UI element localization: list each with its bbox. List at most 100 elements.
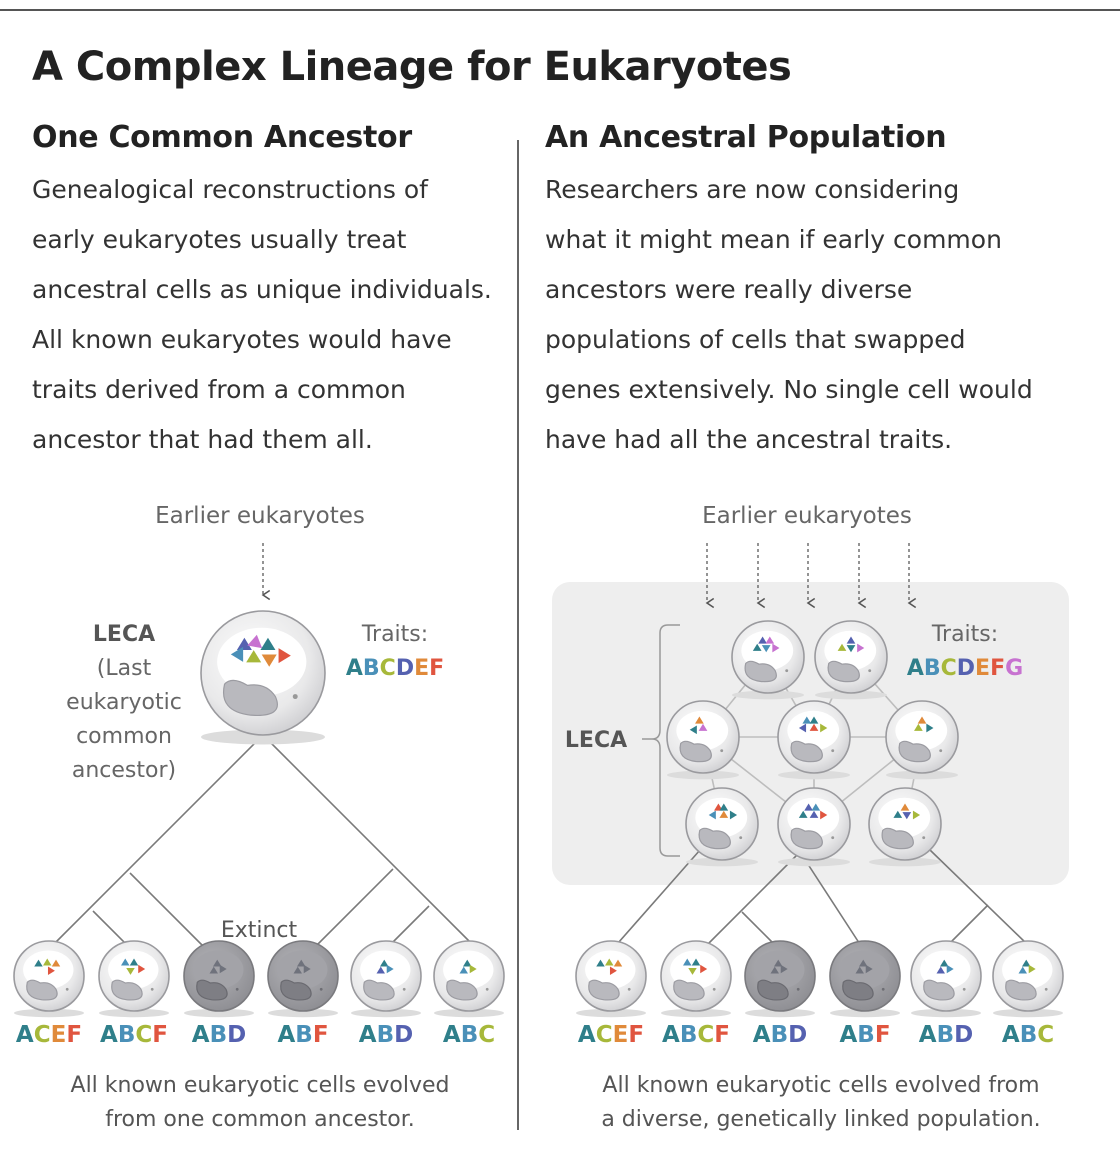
cell-dot xyxy=(150,987,154,991)
cell xyxy=(777,700,851,780)
trait-letter: B xyxy=(857,1022,875,1048)
trait-marker xyxy=(596,959,605,967)
cell-shadow xyxy=(14,1008,84,1018)
trait-marker xyxy=(798,810,808,818)
cell-shadow xyxy=(661,1008,731,1018)
cell-vacuole xyxy=(217,627,307,696)
trait-letter: B xyxy=(680,1022,698,1048)
trait-marker xyxy=(386,964,394,974)
cell xyxy=(731,620,805,700)
trait-marker xyxy=(846,645,856,653)
left-body-line: ancestor that had them all. xyxy=(32,425,373,454)
trait-marker xyxy=(758,636,767,644)
trait-letter: B xyxy=(1020,1022,1038,1048)
right-column: An Ancestral Population Researchers are … xyxy=(545,120,1033,465)
trait-letter: C xyxy=(941,656,957,681)
trait-letter: F xyxy=(429,656,444,681)
right-caption-line: a diverse, genetically linked population… xyxy=(601,1107,1040,1132)
trait-marker xyxy=(719,803,729,811)
trait-marker xyxy=(770,966,779,974)
trait-marker xyxy=(902,812,912,820)
trait-marker xyxy=(752,643,762,651)
cell xyxy=(992,940,1064,1018)
cell-dot xyxy=(739,836,743,840)
trait-letter: B xyxy=(118,1022,136,1048)
cell-shadow xyxy=(886,770,958,780)
trait-marker xyxy=(772,643,780,653)
cell xyxy=(13,940,85,1018)
extinct-cell xyxy=(829,940,901,1018)
trait-letter: A xyxy=(16,1022,34,1048)
cell-nucleus xyxy=(26,979,58,1001)
cell-shadow xyxy=(184,1008,254,1018)
trait-marker xyxy=(278,648,291,664)
trait-marker xyxy=(121,958,130,966)
trait-marker xyxy=(463,959,472,967)
cell xyxy=(350,940,422,1018)
cell-vacuole xyxy=(839,950,890,989)
trait-letter: B xyxy=(377,1022,395,1048)
trait-letter: D xyxy=(957,656,975,681)
trait-letter: F xyxy=(152,1022,168,1048)
leca-label: LECA xyxy=(93,622,155,647)
trait-marker xyxy=(246,650,262,663)
cells-layer xyxy=(13,610,1064,1018)
cell-shadow xyxy=(830,1008,900,1018)
trait-letter: E xyxy=(51,1022,67,1048)
trait-marker xyxy=(926,723,934,733)
trait-letter: A xyxy=(443,1022,461,1048)
cell-vacuole xyxy=(443,950,494,989)
trait-marker xyxy=(809,810,819,818)
cell-shadow xyxy=(686,857,758,867)
leca-label-block: LECA (Last eukaryotic common ancestor) xyxy=(66,622,182,783)
trait-letter: A xyxy=(839,1022,857,1048)
trait-marker xyxy=(761,645,771,653)
trait-letter: B xyxy=(771,1022,789,1048)
trait-letter: A xyxy=(919,1022,937,1048)
trait-letter: A xyxy=(359,1022,377,1048)
trait-letter: D xyxy=(396,656,414,681)
trait-marker xyxy=(247,634,263,649)
trait-letter: F xyxy=(628,1022,644,1048)
trait-letter: B xyxy=(363,656,380,681)
cell-nucleus xyxy=(757,979,789,1001)
trait-marker xyxy=(846,636,856,644)
trait-marker xyxy=(780,964,788,974)
left-body-line: All known eukaryotes would have xyxy=(32,325,452,354)
cell-nucleus xyxy=(898,740,931,763)
leca-brace xyxy=(642,624,680,857)
cell-dot xyxy=(319,987,323,991)
column-divider xyxy=(517,140,519,1130)
trait-marker xyxy=(297,959,306,967)
cell-nucleus xyxy=(790,740,823,763)
trait-letter: C xyxy=(1037,1022,1054,1048)
trait-letter: D xyxy=(227,1022,246,1048)
trait-letter: B xyxy=(210,1022,228,1048)
trait-marker xyxy=(34,959,43,967)
trait-letter: A xyxy=(100,1022,118,1048)
cell-shadow xyxy=(815,690,887,700)
cell-dot xyxy=(712,987,716,991)
cell-dot xyxy=(402,987,406,991)
descendant-traits-label: ABD xyxy=(359,1022,413,1048)
cell-dot xyxy=(796,987,800,991)
right-body-line: what it might mean if early common xyxy=(545,225,1002,254)
trait-marker xyxy=(837,643,847,651)
cell-vacuole xyxy=(360,950,411,989)
cell-shadow xyxy=(201,729,325,745)
cell-nucleus xyxy=(588,979,620,1001)
right-body-line: have had all the ancestral traits. xyxy=(545,425,953,454)
trait-letter: B xyxy=(937,1022,955,1048)
trait-marker xyxy=(260,637,276,651)
cell xyxy=(660,940,732,1018)
cell xyxy=(685,787,759,867)
cell-dot xyxy=(1044,987,1048,991)
trait-marker xyxy=(804,803,813,811)
trait-marker xyxy=(230,646,244,662)
trait-marker xyxy=(820,810,828,820)
cell-vacuole xyxy=(754,950,805,989)
cell-nucleus xyxy=(111,979,143,1001)
cell-dot xyxy=(65,987,69,991)
cell-shadow xyxy=(745,1008,815,1018)
